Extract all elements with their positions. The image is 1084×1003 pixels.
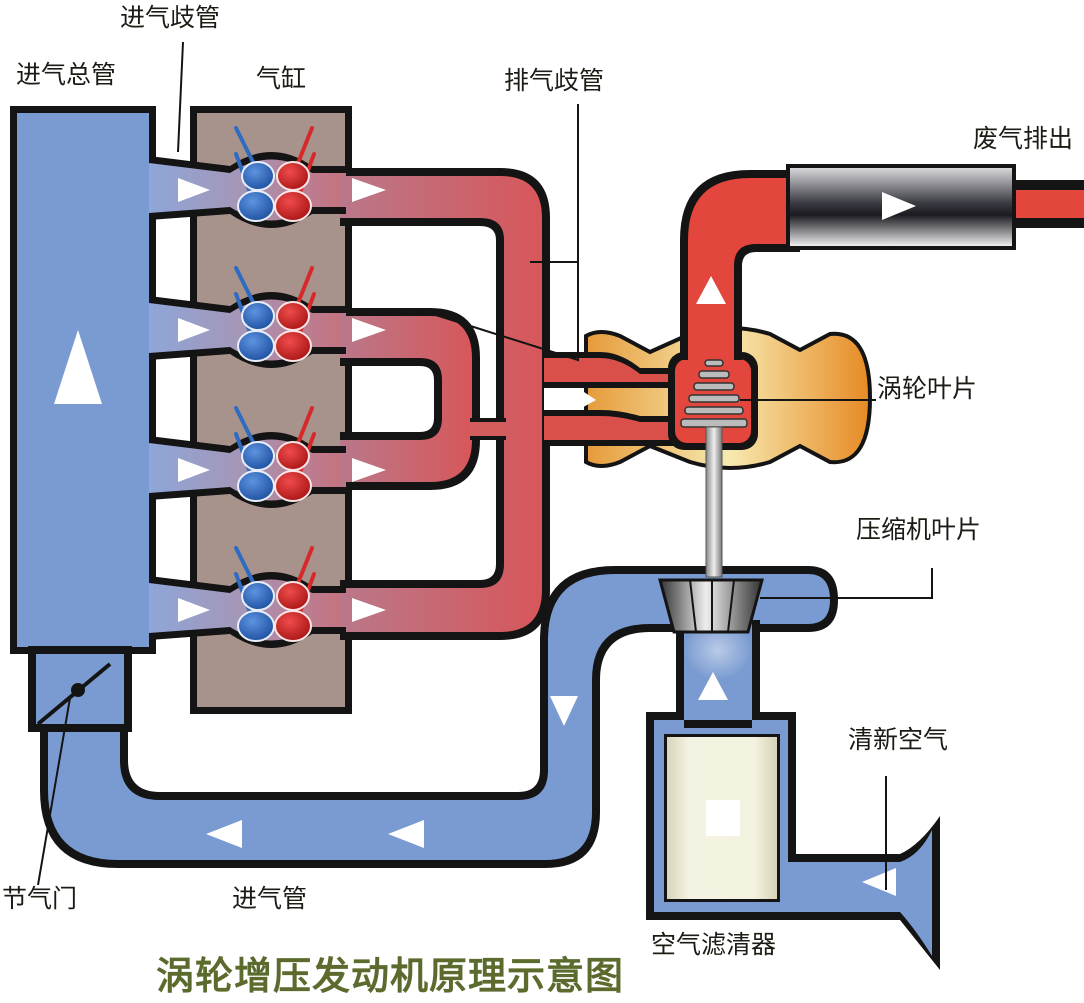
exhaust-valve bbox=[276, 581, 310, 611]
diagram-title: 涡轮增压发动机原理示意图 bbox=[156, 954, 625, 998]
cylinder-1 bbox=[149, 126, 386, 228]
exhaust-valve-stem bbox=[294, 406, 314, 450]
label-compressor-blades: 压缩机叶片 bbox=[856, 515, 982, 544]
intake-runner-arrow bbox=[178, 598, 210, 622]
cylinders bbox=[149, 126, 386, 648]
exhaust-valve bbox=[276, 441, 310, 471]
exhaust-valve bbox=[274, 610, 312, 642]
exhaust-manifold bbox=[340, 168, 550, 640]
leader-throttle bbox=[37, 697, 71, 886]
exhaust-valve bbox=[276, 301, 310, 331]
intake-down-arrow bbox=[550, 696, 578, 726]
intake-valve bbox=[241, 161, 275, 191]
label-fresh-air: 清新空气 bbox=[848, 725, 949, 754]
intake-runner-arrow bbox=[178, 458, 210, 482]
intake-valve bbox=[237, 330, 275, 362]
exhaust-valve bbox=[274, 330, 312, 362]
intake-valve-stem bbox=[234, 406, 258, 450]
label-cylinder: 气缸 bbox=[256, 64, 307, 93]
label-intake-plenum: 进气总管 bbox=[16, 60, 117, 89]
intake-pipe-outline bbox=[40, 566, 838, 868]
exhaust-runner-arrow bbox=[352, 178, 386, 202]
turbo-shaft bbox=[705, 426, 723, 578]
intake-valve-stem bbox=[234, 126, 258, 170]
intake-valve bbox=[237, 190, 275, 222]
intake-valve bbox=[241, 301, 275, 331]
exhaust-up-arrow bbox=[696, 276, 726, 304]
intake-valve-stem bbox=[234, 266, 258, 310]
exhaust-valve bbox=[274, 190, 312, 222]
intake-runner-arrow bbox=[178, 318, 210, 342]
label-throttle: 节气门 bbox=[2, 884, 78, 913]
intake-valve bbox=[237, 610, 275, 642]
exhaust-valve-stem bbox=[294, 266, 314, 310]
intake-valve-stem bbox=[234, 546, 258, 590]
leader-compressor bbox=[760, 568, 933, 599]
exhaust-valve-stem bbox=[294, 126, 314, 170]
throttle-pivot bbox=[71, 683, 85, 697]
intake-valve bbox=[241, 441, 275, 471]
muffler-flow-arrow bbox=[882, 192, 916, 220]
cylinder-4 bbox=[149, 546, 386, 648]
intake-left-arrow-1 bbox=[388, 820, 424, 848]
label-exhaust-manifold: 排气歧管 bbox=[504, 66, 605, 95]
exhaust-outlet-pipe bbox=[688, 178, 800, 360]
plenum-flow-arrow bbox=[54, 330, 102, 404]
turbine-blades bbox=[680, 359, 748, 428]
exhaust-runner-arrow bbox=[352, 318, 386, 342]
filter-center-mark bbox=[706, 800, 740, 836]
exhaust-valve bbox=[276, 161, 310, 191]
exhaust-valve-stem bbox=[294, 546, 314, 590]
label-intake-pipe: 进气管 bbox=[232, 884, 308, 913]
cylinder-3 bbox=[149, 406, 386, 508]
leader-intake-runner bbox=[177, 41, 184, 153]
fresh-air-arrow bbox=[862, 868, 896, 896]
label-turbine-blades: 涡轮叶片 bbox=[877, 374, 978, 403]
label-air-filter: 空气滤清器 bbox=[651, 930, 777, 959]
intake-left-arrow-2 bbox=[206, 820, 242, 848]
exhaust-valve bbox=[274, 470, 312, 502]
intake-valve bbox=[237, 470, 275, 502]
intake-runner-arrow bbox=[178, 178, 210, 202]
tailpipe bbox=[1010, 190, 1084, 218]
exhaust-runner-arrow bbox=[352, 598, 386, 622]
intake-valve bbox=[241, 581, 275, 611]
leader-exhaust-manifold bbox=[419, 104, 579, 362]
exhaust-runner-arrow bbox=[352, 458, 386, 482]
leader-lines bbox=[37, 41, 933, 890]
label-exhaust-out: 废气排出 bbox=[973, 124, 1074, 153]
label-intake-runner: 进气歧管 bbox=[120, 3, 221, 32]
compressor-inlet-arrow bbox=[698, 672, 728, 700]
cylinder-2 bbox=[149, 266, 386, 368]
